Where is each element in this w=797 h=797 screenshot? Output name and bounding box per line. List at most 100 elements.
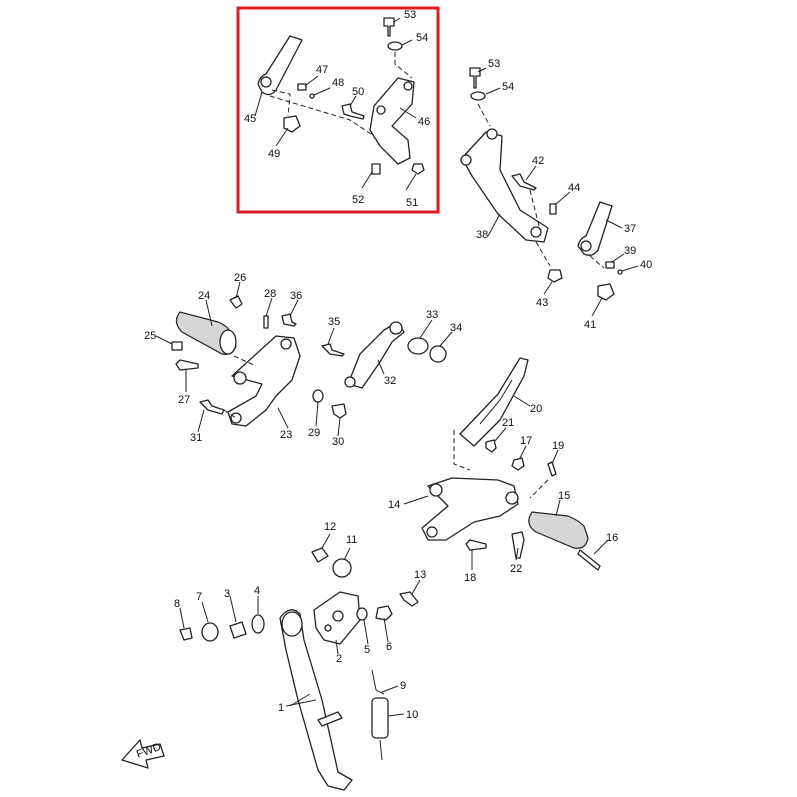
label-43: 43 xyxy=(536,297,548,309)
front-right-footrest-assembly xyxy=(403,357,609,571)
part-44-pin[interactable] xyxy=(549,203,557,215)
part-14-bracket[interactable] xyxy=(421,477,519,541)
label-54a: 54 xyxy=(416,32,428,44)
part-11-collar[interactable] xyxy=(332,558,352,578)
shift-arm-assembly xyxy=(321,319,453,389)
label-33: 33 xyxy=(426,309,438,321)
part-5-washer[interactable] xyxy=(356,607,368,621)
label-9: 9 xyxy=(400,680,406,692)
part-39-spring[interactable] xyxy=(605,261,615,269)
part-29-collar[interactable] xyxy=(312,389,324,403)
part-19-cotter[interactable] xyxy=(547,461,557,477)
part-8-bolt[interactable] xyxy=(179,627,193,641)
label-53b: 53 xyxy=(488,58,500,70)
part-46-bracket[interactable] xyxy=(369,77,415,165)
part-21-bolt[interactable] xyxy=(485,439,497,453)
part-35-bolt[interactable] xyxy=(321,343,345,357)
label-16: 16 xyxy=(606,532,618,544)
label-8: 8 xyxy=(174,598,180,610)
part-1-sidestand[interactable] xyxy=(279,609,353,791)
part-9-spring-hook[interactable] xyxy=(371,669,385,695)
passenger-footrest-assembly-highlighted xyxy=(254,17,425,191)
front-left-footrest-assembly xyxy=(155,281,347,437)
part-53b-bolt[interactable] xyxy=(469,67,481,89)
label-48: 48 xyxy=(332,77,344,89)
label-11: 11 xyxy=(346,534,357,546)
label-7: 7 xyxy=(196,591,202,603)
part-7-washer[interactable] xyxy=(201,622,219,642)
part-17-nut[interactable] xyxy=(511,457,525,471)
part-23-bracket[interactable] xyxy=(227,335,301,427)
part-47-spring[interactable] xyxy=(297,83,307,91)
label-52: 52 xyxy=(352,194,364,206)
part-40-ball[interactable] xyxy=(617,269,623,275)
label-39: 39 xyxy=(624,245,636,257)
part-4-washer[interactable] xyxy=(251,614,265,634)
part-54-washer[interactable] xyxy=(387,41,403,51)
label-30: 30 xyxy=(332,436,344,448)
label-24: 24 xyxy=(198,290,210,302)
label-42: 42 xyxy=(532,155,544,167)
part-12-bushing[interactable] xyxy=(311,547,329,563)
part-54b-washer[interactable] xyxy=(470,91,486,101)
part-50-bolt[interactable] xyxy=(341,103,365,120)
label-2: 2 xyxy=(336,653,342,665)
label-6: 6 xyxy=(386,641,392,653)
part-number-labels: 53 54 47 48 50 45 46 49 52 51 53 54 42 4… xyxy=(144,9,652,721)
part-22-bolt[interactable] xyxy=(511,531,525,559)
part-6-nut[interactable] xyxy=(375,605,393,621)
label-31: 31 xyxy=(190,432,202,444)
part-43-nut[interactable] xyxy=(547,269,563,283)
label-25: 25 xyxy=(144,330,156,342)
part-3-collar[interactable] xyxy=(229,621,247,639)
label-20: 20 xyxy=(530,403,542,415)
part-25-spring[interactable] xyxy=(171,341,183,351)
part-26-clip[interactable] xyxy=(229,295,243,309)
label-51: 51 xyxy=(406,197,418,209)
label-18: 18 xyxy=(464,572,476,584)
label-53a: 53 xyxy=(404,9,416,21)
part-30-bolt[interactable] xyxy=(331,403,347,419)
part-15-footrest[interactable] xyxy=(528,511,589,549)
label-10: 10 xyxy=(406,709,418,721)
part-48-ball[interactable] xyxy=(309,93,315,99)
part-53-bolt[interactable] xyxy=(383,17,395,37)
label-15: 15 xyxy=(558,490,570,502)
part-34-washer[interactable] xyxy=(429,345,447,363)
label-29: 29 xyxy=(308,427,320,439)
part-33-collar[interactable] xyxy=(407,337,429,355)
label-38: 38 xyxy=(476,229,488,241)
label-28: 28 xyxy=(264,288,276,300)
label-21: 21 xyxy=(502,417,514,429)
part-51-nut[interactable] xyxy=(411,163,425,175)
label-13: 13 xyxy=(414,569,426,581)
rear-left-footrest-assembly xyxy=(460,67,639,317)
part-18-pin[interactable] xyxy=(465,539,487,551)
label-34: 34 xyxy=(450,322,462,334)
label-36: 36 xyxy=(290,290,302,302)
part-52-collar[interactable] xyxy=(371,163,381,175)
label-3: 3 xyxy=(224,588,230,600)
part-28-pin[interactable] xyxy=(263,315,269,329)
part-41-plate[interactable] xyxy=(597,283,615,301)
label-12: 12 xyxy=(324,521,336,533)
label-17: 17 xyxy=(520,435,532,447)
label-23: 23 xyxy=(280,429,292,441)
part-10-spring[interactable] xyxy=(371,697,389,739)
label-27: 27 xyxy=(178,394,190,406)
label-54b: 54 xyxy=(502,81,514,93)
part-42-bolt[interactable] xyxy=(511,173,537,191)
label-5: 5 xyxy=(364,644,370,656)
part-16-pin[interactable] xyxy=(577,549,601,571)
label-40: 40 xyxy=(640,259,652,271)
part-36-bolt[interactable] xyxy=(281,313,297,327)
part-13-bolt[interactable] xyxy=(399,591,419,607)
part-20-heel-guard[interactable] xyxy=(459,357,529,447)
label-41: 41 xyxy=(584,319,596,331)
part-32-arm[interactable] xyxy=(347,321,405,389)
label-37: 37 xyxy=(624,223,636,235)
label-19: 19 xyxy=(552,440,564,452)
part-27-pin[interactable] xyxy=(175,359,199,371)
